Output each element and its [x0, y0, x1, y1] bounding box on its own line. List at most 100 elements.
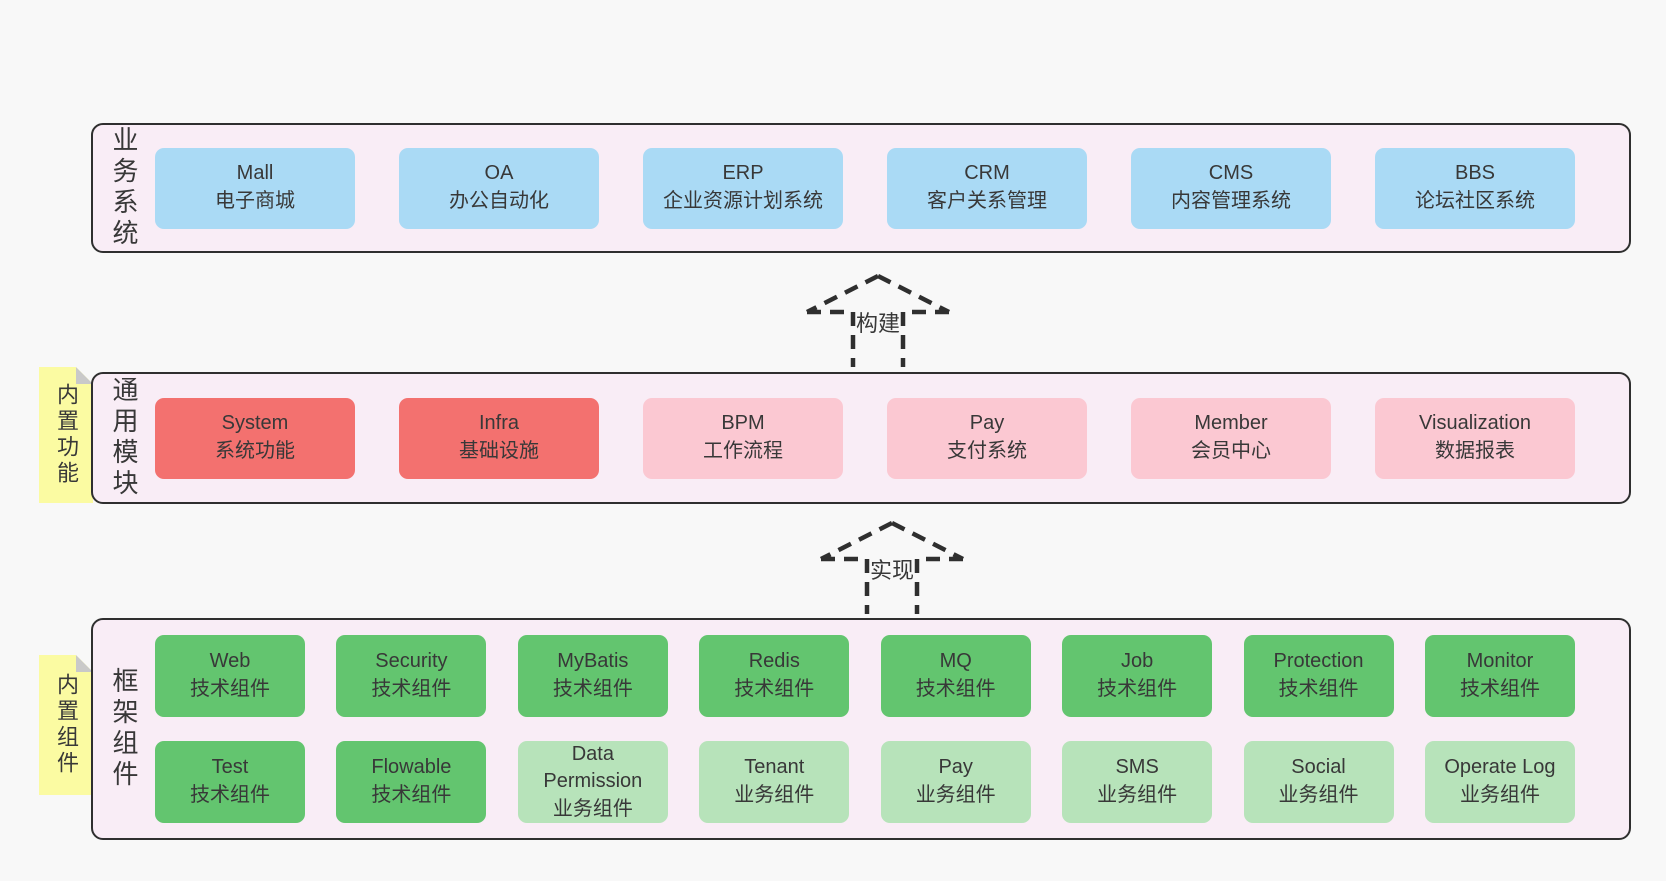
component-name: OA: [484, 162, 514, 185]
component-desc: 内容管理系统: [1171, 190, 1291, 212]
component-desc: 办公自动化: [449, 190, 549, 212]
layer-business-boxes: Mall 电子商城 OA 办公自动化 ERP 企业资源计划系统 CRM 客户关系管理 CMS 内容…: [155, 125, 1629, 251]
component-desc: 系统功能: [215, 440, 295, 462]
component-name: ERP: [722, 162, 764, 185]
component-name: System: [221, 412, 289, 435]
component-desc: 技术组件: [915, 678, 996, 700]
component-name: Pay: [969, 412, 1005, 435]
component-box-social: Social 业务组件: [1243, 741, 1394, 823]
component-box-tenant: Tenant 业务组件: [699, 741, 850, 823]
component-desc: 电子商城: [215, 190, 295, 212]
component-box-cms: CMS 内容管理系统: [1131, 147, 1331, 229]
component-name: Pay: [938, 756, 973, 779]
component-desc: 技术组件: [371, 784, 452, 806]
component-name: BBS: [1454, 162, 1496, 185]
component-name: CMS: [1208, 162, 1254, 185]
layer-common-modules: 通用模块 System 系统功能 Infra 基础设施 BPM 工作流程 Pay 支付系统 Me…: [91, 372, 1631, 504]
component-name: Job: [1120, 650, 1154, 673]
sticky-built-in-components-label: 内置组件: [54, 673, 79, 777]
component-box-flowable: Flowable 技术组件: [336, 741, 487, 823]
component-box-operate-log: Operate Log 业务组件: [1424, 741, 1575, 823]
layer-label-container: 框架组件: [93, 620, 155, 838]
component-name: MQ: [939, 650, 972, 673]
component-box-pay: Pay 支付系统: [887, 397, 1087, 479]
component-desc: 数据报表: [1435, 440, 1515, 462]
component-desc: 业务组件: [1459, 784, 1540, 806]
component-name: Redis: [748, 650, 800, 673]
component-row: System 系统功能 Infra 基础设施 BPM 工作流程 Pay 支付系统 Member 会…: [155, 397, 1575, 479]
component-box-bbs: BBS 论坛社区系统: [1375, 147, 1575, 229]
component-desc: 技术组件: [1459, 678, 1540, 700]
component-desc: 技术组件: [190, 678, 270, 700]
component-name: Monitor: [1466, 650, 1534, 673]
build-arrow-label: 构建: [856, 311, 900, 336]
layer-common-boxes: System 系统功能 Infra 基础设施 BPM 工作流程 Pay 支付系统 Member 会…: [155, 374, 1629, 502]
component-name: Web: [209, 650, 251, 673]
component-desc: 技术组件: [1278, 678, 1359, 700]
component-desc: 基础设施: [459, 440, 539, 462]
sticky-built-in-features-label: 内置功能: [54, 383, 79, 487]
component-name: Test: [211, 756, 249, 779]
component-name: Security: [375, 650, 448, 673]
implement-arrow-label: 实现: [870, 558, 914, 583]
component-box-monitor: Monitor 技术组件: [1424, 635, 1575, 717]
component-desc: 支付系统: [947, 440, 1027, 462]
component-desc: 工作流程: [703, 440, 783, 462]
component-desc: 技术组件: [734, 678, 815, 700]
component-row: Mall 电子商城 OA 办公自动化 ERP 企业资源计划系统 CRM 客户关系管理 CMS 内容…: [155, 147, 1575, 229]
component-name: Member: [1194, 412, 1268, 435]
component-desc: 业务组件: [552, 797, 633, 820]
component-name: Data Permission: [543, 742, 643, 793]
component-desc: 技术组件: [371, 678, 452, 700]
component-box-web: Web 技术组件: [155, 635, 305, 717]
layer-business-label: 业务系统: [109, 126, 139, 250]
component-name: Flowable: [371, 756, 452, 779]
component-name: Social: [1291, 756, 1346, 779]
sticky-note-built-in-components: 内置组件: [39, 655, 93, 795]
component-box-infra: Infra 基础设施: [399, 397, 599, 479]
component-name: Tenant: [744, 756, 805, 779]
layer-framework-label: 框架组件: [109, 667, 139, 791]
component-desc: 技术组件: [1097, 678, 1178, 700]
component-desc: 业务组件: [915, 784, 996, 806]
component-desc: 业务组件: [734, 784, 815, 806]
component-box-pay: Pay 业务组件: [880, 741, 1031, 823]
component-desc: 业务组件: [1278, 784, 1359, 806]
layer-label-container: 通用模块: [93, 374, 155, 502]
component-name: Mall: [236, 162, 274, 185]
component-box-job: Job 技术组件: [1062, 635, 1213, 717]
component-box-sms: SMS 业务组件: [1062, 741, 1213, 823]
component-desc: 会员中心: [1191, 440, 1271, 462]
component-name: Protection: [1273, 650, 1364, 673]
component-desc: 技术组件: [552, 678, 633, 700]
component-desc: 业务组件: [1097, 784, 1178, 806]
component-box-oa: OA 办公自动化: [399, 147, 599, 229]
component-box-protection: Protection 技术组件: [1243, 635, 1394, 717]
component-name: Infra: [478, 412, 520, 435]
component-box-security: Security 技术组件: [336, 635, 487, 717]
component-box-redis: Redis 技术组件: [699, 635, 850, 717]
component-box-crm: CRM 客户关系管理: [887, 147, 1087, 229]
component-box-member: Member 会员中心: [1131, 397, 1331, 479]
component-box-system: System 系统功能: [155, 397, 355, 479]
layer-business-systems: 业务系统 Mall 电子商城 OA 办公自动化 ERP 企业资源计划系统 CRM 客户关系管理…: [91, 123, 1631, 253]
implement-arrow: 实现: [819, 520, 965, 614]
component-desc: 客户关系管理: [927, 190, 1047, 212]
component-name: BPM: [721, 412, 765, 435]
component-desc: 企业资源计划系统: [663, 190, 823, 212]
component-box-bpm: BPM 工作流程: [643, 397, 843, 479]
component-name: SMS: [1115, 756, 1159, 779]
layer-label-container: 业务系统: [93, 125, 155, 251]
component-name: Operate Log: [1444, 756, 1556, 779]
component-box-mall: Mall 电子商城: [155, 147, 355, 229]
component-desc: 论坛社区系统: [1415, 190, 1535, 212]
component-name: CRM: [964, 162, 1010, 185]
component-box-mq: MQ 技术组件: [880, 635, 1031, 717]
